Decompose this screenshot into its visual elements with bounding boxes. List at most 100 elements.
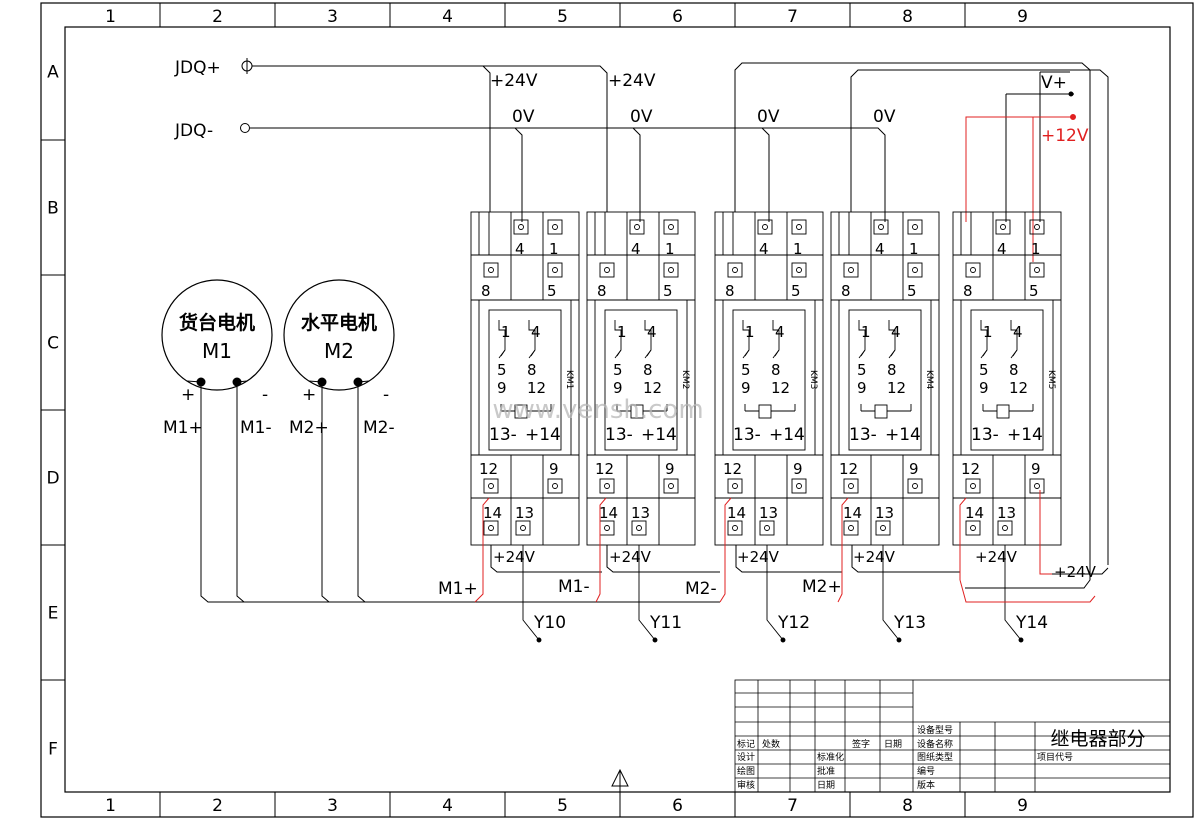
- relay-id: KM3: [808, 370, 818, 389]
- inner-pin-8: 8: [527, 361, 537, 379]
- supply-24v-right: +24V: [1054, 563, 1097, 581]
- zone-col-top-8: 8: [902, 7, 913, 27]
- inner-pin-5: 5: [979, 361, 989, 379]
- inner-pin-1: 1: [617, 323, 627, 341]
- zone-col-bottom-1: 1: [105, 796, 116, 816]
- zone-col-top-9: 9: [1017, 7, 1028, 27]
- inner-pin-9: 9: [979, 379, 989, 397]
- inner-pin-8: 8: [643, 361, 653, 379]
- coil-label-right: +14: [769, 425, 805, 445]
- relay-terminal: [727, 478, 743, 494]
- relay-24v-label: +24V: [853, 548, 896, 566]
- inner-pin-1: 1: [745, 323, 755, 341]
- pin-label-1: 1: [665, 240, 675, 258]
- relay-terminal: [663, 262, 679, 278]
- title-cell: 日期: [817, 780, 835, 791]
- inner-pin-8: 8: [1009, 361, 1019, 379]
- title-cell: 设备名称: [917, 738, 953, 750]
- pin-label-12: 12: [839, 460, 858, 478]
- zone-row-D: D: [46, 469, 59, 489]
- inner-pin-4: 4: [775, 323, 785, 341]
- relay-body: [604, 309, 678, 451]
- inner-pin-4: 4: [647, 323, 657, 341]
- zone-row-E: E: [48, 604, 59, 624]
- relay-output-label: Y10: [533, 613, 566, 633]
- bus-label: M2+: [802, 577, 842, 597]
- jdq-plus-label: JDQ+: [174, 58, 221, 78]
- relay-terminal: [547, 478, 563, 494]
- pin-label-12: 12: [723, 460, 742, 478]
- relay-24v-label: +24V: [609, 548, 652, 566]
- relay-terminal: [791, 219, 807, 235]
- relay-output-label: Y13: [893, 613, 926, 633]
- relay-terminal: [483, 262, 499, 278]
- zone-row-C: C: [47, 334, 59, 354]
- watermark: www.vensh.com: [492, 395, 703, 425]
- relay-output-label: Y11: [649, 613, 682, 633]
- center-mark: [611, 768, 629, 800]
- relay-24v-label: +24V: [493, 548, 536, 566]
- inner-pin-12: 12: [527, 379, 546, 397]
- title-cell: 处数: [762, 738, 780, 750]
- relay-terminal: [513, 219, 529, 235]
- zone-row-B: B: [47, 199, 59, 219]
- relay-body: [848, 309, 922, 451]
- pin-label-4: 4: [875, 240, 885, 258]
- inner-pin-12: 12: [643, 379, 662, 397]
- title-cell: 项目代号: [1037, 752, 1073, 763]
- relay-24v-label: +24V: [737, 548, 780, 566]
- motor-minus-term-label: M2-: [363, 418, 395, 438]
- inner-pin-5: 5: [741, 361, 751, 379]
- pin-label-14: 14: [483, 504, 502, 522]
- supply-24v-b: +24V: [608, 71, 656, 91]
- title-cell: 签字: [852, 738, 870, 750]
- inner-pin-9: 9: [613, 379, 623, 397]
- pin-label-4: 4: [515, 240, 525, 258]
- pin-label-1: 1: [793, 240, 803, 258]
- pin-label-9: 9: [665, 460, 675, 478]
- motor-plus-sign: +: [302, 385, 316, 405]
- coil-label-right: +14: [1007, 425, 1043, 445]
- title-cell: 绘图: [737, 765, 755, 777]
- pin-label-4: 4: [759, 240, 769, 258]
- relay-coil: [630, 404, 644, 419]
- coil-label-right: +14: [885, 425, 921, 445]
- inner-pin-9: 9: [741, 379, 751, 397]
- relay-terminal: [547, 219, 563, 235]
- bus-labels: M1+M1-M2-M2+: [438, 577, 842, 599]
- relay-output-label: Y12: [777, 613, 810, 633]
- relay-body: [488, 309, 562, 451]
- relay-terminal: [791, 262, 807, 278]
- inner-pin-5: 5: [497, 361, 507, 379]
- inner-pin-4: 4: [531, 323, 541, 341]
- relay-id: KM1: [564, 370, 574, 389]
- pin-label-1: 1: [1031, 240, 1041, 258]
- inner-pin-9: 9: [497, 379, 507, 397]
- relay-terminal: [631, 520, 647, 536]
- title-cell: 设计: [737, 751, 755, 763]
- relay-socket: [952, 211, 1062, 546]
- pin-label-8: 8: [597, 282, 607, 300]
- zone-col-bottom-8: 8: [902, 796, 913, 816]
- relay-output-label: Y14: [1015, 613, 1048, 633]
- zone-row-A: A: [47, 63, 59, 83]
- relay-terminal: [1029, 262, 1045, 278]
- zone-col-top-5: 5: [557, 7, 568, 27]
- coil-label-left: 13-: [733, 425, 761, 445]
- pin-label-13: 13: [997, 504, 1016, 522]
- coil-label-right: +14: [525, 425, 561, 445]
- supply-24v-a: +24V: [490, 71, 538, 91]
- zone-col-top-3: 3: [327, 7, 338, 27]
- bus-label: M1-: [558, 577, 590, 597]
- relay-terminal: [483, 520, 499, 536]
- relay-terminal: [1029, 478, 1045, 494]
- pin-label-5: 5: [1029, 282, 1039, 300]
- inner-pin-4: 4: [1013, 323, 1023, 341]
- motor-minus-term-label: M1-: [240, 418, 272, 438]
